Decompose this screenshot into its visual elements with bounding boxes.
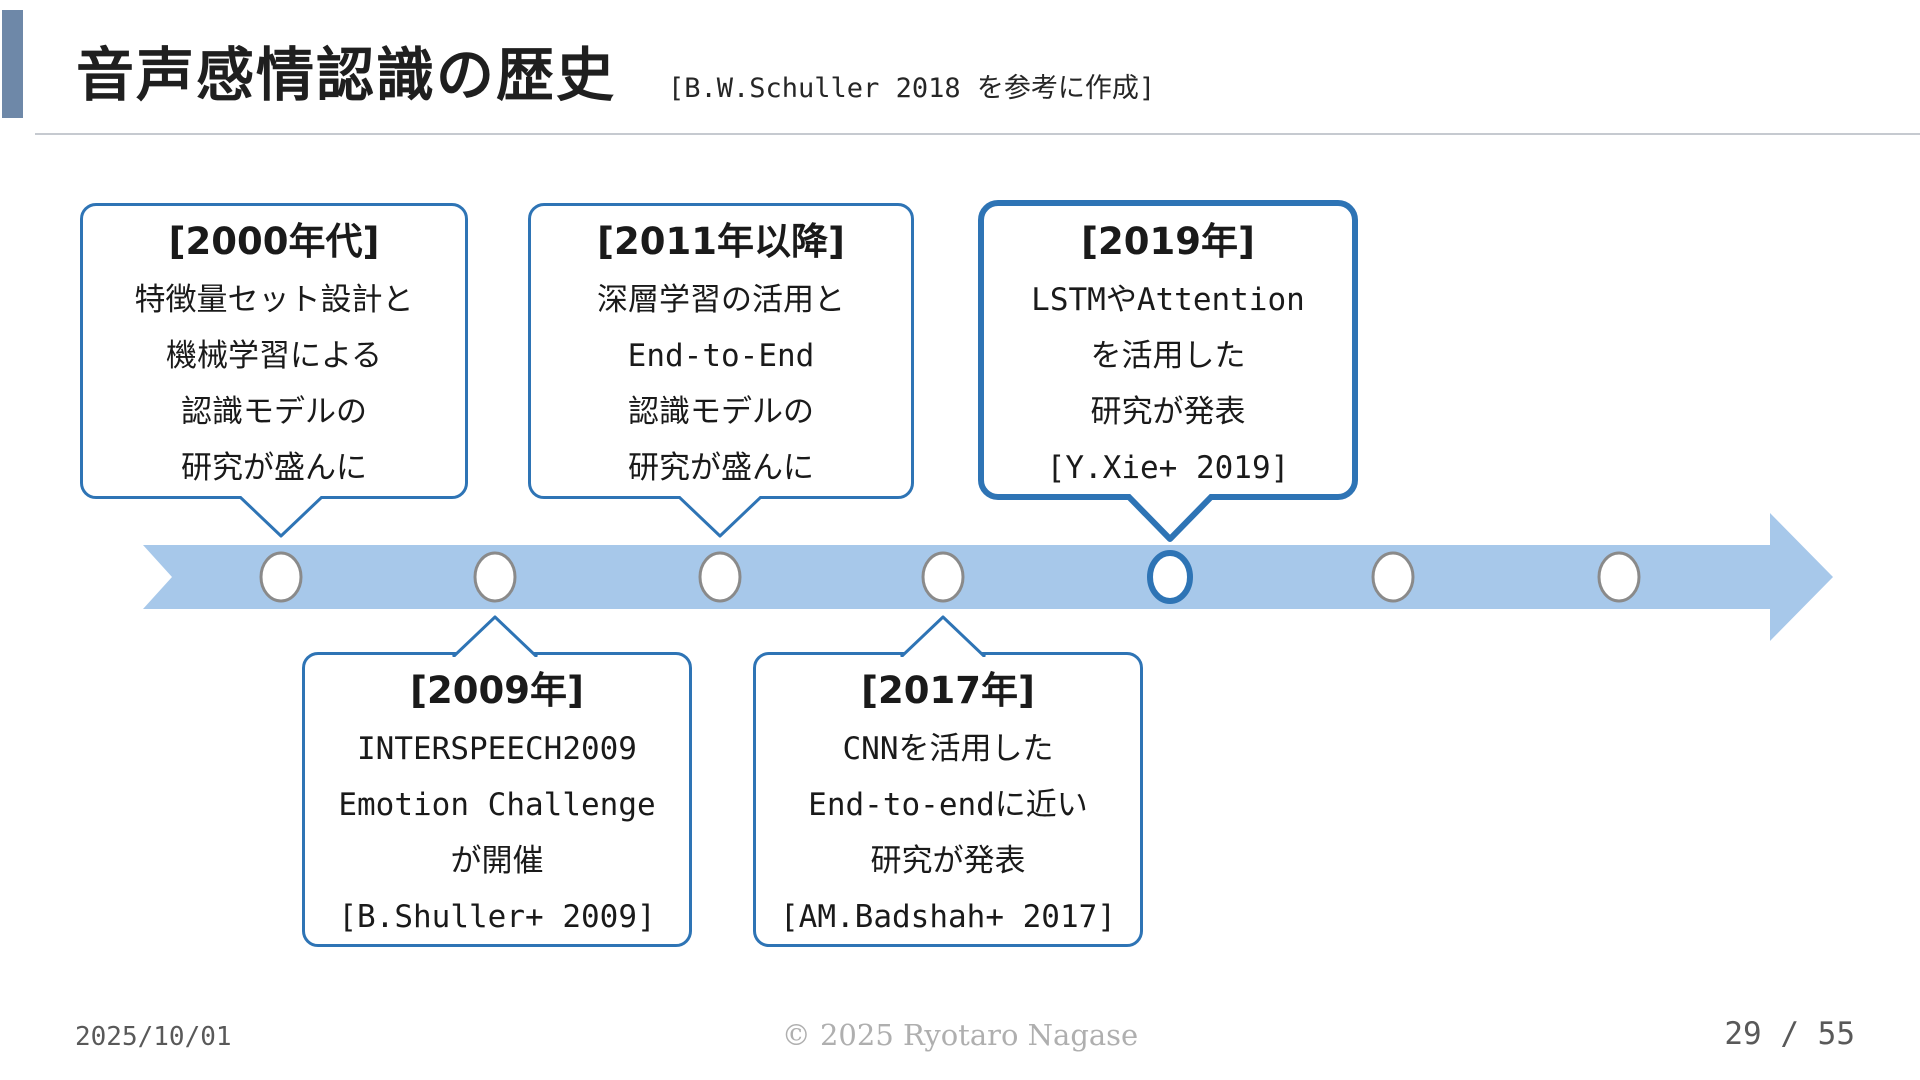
- page-title: 音声感情認識の歴史: [76, 41, 617, 109]
- event-text-line: 機械学習による: [165, 338, 383, 374]
- event-text-line: が開催: [450, 843, 544, 879]
- event-callout-2011: [2011年以降] 深層学習の活用と End-to-End 認識モデルの 研究が…: [528, 203, 914, 499]
- event-text-line: Emotion Challenge: [338, 787, 656, 823]
- event-text-line: [AM.Badshah+ 2017]: [780, 899, 1116, 935]
- event-text-line: End-to-endに近い: [808, 787, 1088, 823]
- callout-tail-down: [676, 496, 764, 538]
- event-heading: [2011年以降]: [597, 220, 845, 263]
- callout-tail-down-highlighted: [1123, 494, 1217, 542]
- page-number: 29 / 55: [1724, 1016, 1855, 1052]
- event-text-line: 研究が盛んに: [628, 450, 814, 486]
- event-callout-2017: [2017年] CNNを活用した End-to-endに近い 研究が発表 [AM…: [753, 652, 1143, 947]
- header-divider: [35, 133, 1920, 135]
- event-text-line: CNNを活用した: [842, 731, 1054, 767]
- event-text-line: 研究が発表: [870, 843, 1026, 879]
- footer-copyright: © 2025 Ryotaro Nagase: [781, 1018, 1139, 1052]
- event-text-line: 認識モデルの: [181, 394, 367, 430]
- event-callout-2019-highlighted: [2019年] LSTMやAttention を活用した 研究が発表 [Y.Xi…: [978, 200, 1358, 500]
- callout-tail-up: [899, 615, 987, 657]
- event-text-line: 深層学習の活用と: [597, 282, 845, 318]
- callout-tail-up: [451, 615, 539, 657]
- timeline-marker: [921, 551, 965, 603]
- title-accent-bar: [2, 10, 23, 118]
- callout-tail-down: [237, 496, 325, 538]
- event-text-line: を活用した: [1090, 338, 1246, 374]
- event-text-line: 特徴量セット設計と: [134, 282, 414, 318]
- event-text-line: 研究が発表: [1090, 394, 1246, 430]
- event-text-line: [B.Shuller+ 2009]: [338, 899, 656, 935]
- event-callout-2009: [2009年] INTERSPEECH2009 Emotion Challeng…: [302, 652, 692, 947]
- event-text-line: 研究が盛んに: [181, 450, 367, 486]
- timeline-marker-highlighted: [1147, 550, 1193, 604]
- event-heading: [2009年]: [410, 669, 584, 712]
- event-heading: [2017年]: [861, 669, 1035, 712]
- event-text-line: INTERSPEECH2009: [357, 731, 637, 767]
- timeline-marker: [698, 551, 742, 603]
- event-text-line: 認識モデルの: [628, 394, 814, 430]
- footer-date: 2025/10/01: [75, 1022, 232, 1052]
- event-heading: [2000年代]: [168, 220, 380, 263]
- title-reference-note: [B.W.Schuller 2018 を参考に作成]: [668, 73, 1156, 104]
- event-text-line: [Y.Xie+ 2019]: [1046, 450, 1290, 486]
- event-text-line: LSTMやAttention: [1031, 282, 1305, 318]
- timeline-marker: [1371, 551, 1415, 603]
- timeline-arrow: [143, 513, 1833, 641]
- timeline-marker: [259, 551, 303, 603]
- event-heading: [2019年]: [1081, 220, 1255, 263]
- event-callout-2000s: [2000年代] 特徴量セット設計と 機械学習による 認識モデルの 研究が盛んに: [80, 203, 468, 499]
- event-text-line: End-to-End: [627, 338, 815, 374]
- timeline-marker: [1597, 551, 1641, 603]
- timeline-marker: [473, 551, 517, 603]
